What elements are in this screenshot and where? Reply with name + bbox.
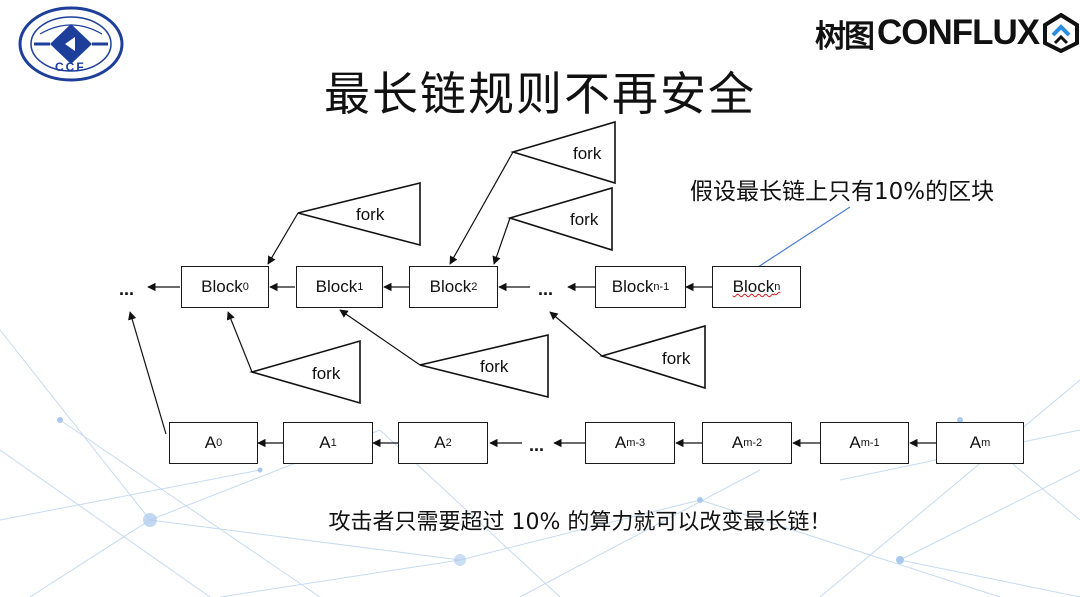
attack-block-a2-sub: 2 — [445, 437, 452, 449]
annotation-text: 假设最长链上只有10%的区块 — [690, 179, 995, 205]
arrow-fork5-b1 — [339, 309, 421, 366]
attack-block-am-1-label: A — [849, 433, 861, 452]
fork-label-6: fork — [662, 349, 691, 368]
arrow-a0-dots — [128, 311, 167, 435]
block-2-sub: 2 — [471, 281, 478, 293]
arrow-fork1-b0 — [267, 212, 299, 265]
conflux-logo: 树图 CONFLUX — [815, 12, 1080, 55]
brand-en-text: CONFLUX — [877, 13, 1040, 52]
fork-triangle-4 — [249, 339, 361, 405]
ccf-logo-text: CCF — [55, 60, 86, 74]
block-0-label: Block — [201, 277, 243, 296]
block-0-sub: 0 — [242, 281, 249, 293]
attack-chain-ellipsis: ... — [529, 435, 545, 455]
annotation-pointer — [757, 206, 851, 268]
arrow-fork2-b2 — [449, 151, 514, 265]
attack-block-a0-sub: 0 — [216, 437, 223, 449]
block-n-1-sub: n-1 — [653, 281, 670, 293]
fork-label-1: fork — [356, 205, 385, 224]
attack-block-a0-label: A — [204, 433, 217, 452]
conclusion-text: 攻击者只需要超过 10% 的算力就可以改变最长链！ — [328, 510, 832, 535]
attack-block-a1-sub: 1 — [330, 437, 337, 449]
block-n-sub: n — [774, 281, 781, 293]
fork-triangle-1 — [297, 181, 421, 247]
block-2-label: Block — [429, 277, 472, 296]
attack-block-am-3-sub: m-3 — [626, 437, 646, 449]
attack-block-am-2-label: A — [731, 433, 744, 452]
block-1-label: Block — [315, 277, 358, 296]
attack-block-a2-label: A — [434, 433, 446, 452]
attack-block-am-label: A — [969, 433, 982, 452]
fork-label-5: fork — [480, 357, 509, 376]
fork-triangle-5 — [419, 333, 549, 399]
attack-block-am-2-sub: m-2 — [743, 437, 763, 449]
fork-label-3: fork — [570, 210, 599, 229]
fork-triangle-3 — [507, 186, 613, 252]
attack-block-am-3-label: A — [614, 433, 627, 452]
fork-triangle-6 — [599, 324, 706, 390]
brand-cn-text: 树图 — [815, 18, 875, 55]
attack-block-am-1-sub: m-1 — [860, 437, 880, 449]
conflux-mark-icon — [1043, 13, 1080, 53]
fork-label-4: fork — [312, 364, 341, 383]
fork-label-2: fork — [573, 144, 602, 163]
arrow-fork6-dots — [549, 311, 603, 357]
slide-title: 最长链规则不再安全 — [324, 67, 756, 121]
arrow-fork4-b0 — [226, 311, 253, 373]
fork-triangle-2 — [510, 120, 616, 185]
main-chain-ellipsis-left: ... — [119, 279, 135, 299]
attack-block-am-sub: m — [981, 437, 991, 449]
main-chain-ellipsis-mid: ... — [538, 279, 554, 299]
block-n-1-label: Block — [611, 277, 654, 296]
ccf-emblem-icon — [18, 6, 124, 82]
block-1-sub: 1 — [357, 281, 364, 293]
block-n-label: Block — [732, 277, 775, 296]
attack-block-a1-label: A — [319, 433, 331, 452]
arrow-fork3-b2 — [492, 217, 511, 265]
